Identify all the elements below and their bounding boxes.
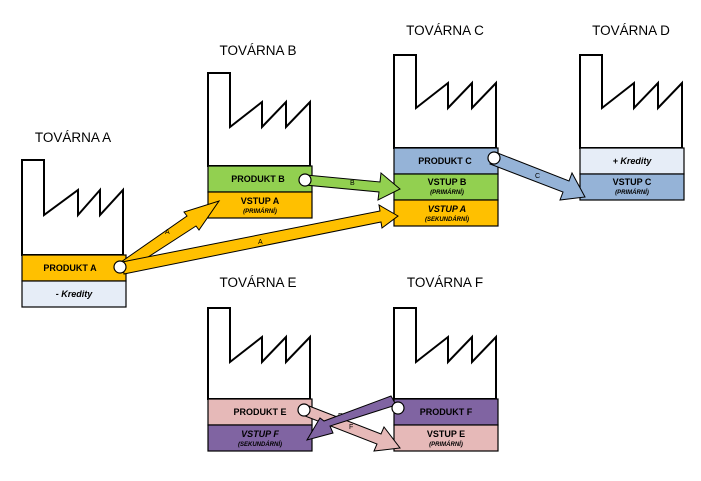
factory-c-vstup-a-box (393, 199, 499, 227)
factory-d-kredity-box (579, 147, 685, 175)
arrow-a-to-c-label: A (258, 239, 263, 246)
factory-f-title: TOVÁRNA F (407, 275, 483, 290)
factory-e-produkt-box (207, 398, 313, 426)
arrow-b-to-c (304, 172, 401, 201)
factory-e-title: TOVÁRNA E (219, 275, 296, 290)
factory-d-vstup-sub: (PRIMÁRNÍ) (615, 189, 649, 196)
factory-e-vstup-label: VSTUP F (241, 429, 279, 439)
arrow-a-to-c (121, 204, 399, 275)
port-produkt-e (297, 403, 311, 417)
factory-c-title: TOVÁRNA C (406, 23, 484, 38)
factory-c-vstup-b-sub: (PRIMÁRNÍ) (430, 189, 464, 196)
factory-a-building (21, 159, 124, 256)
factory-b-building (207, 72, 311, 167)
factory-f-produkt-label: PRODUKT F (420, 407, 473, 417)
arrow-f-to-e (305, 395, 397, 441)
factory-a-produkt-box (21, 254, 127, 282)
factory-d: TOVÁRNA D + Kredity VSTUP C (PRIMÁRNÍ) (579, 23, 685, 201)
port-produkt-f (391, 401, 405, 415)
factory-d-kredity-label: + Kredity (613, 156, 653, 166)
factory-f: TOVÁRNA F PRODUKT F VSTUP E (PRIMÁRNÍ) (393, 275, 499, 452)
factory-a: TOVÁRNA A PRODUKT A - Kredity (21, 130, 127, 308)
factory-c: TOVÁRNA C PRODUKT C VSTUP B (PRIMÁRNÍ) V… (393, 23, 499, 227)
factory-d-building (579, 54, 683, 149)
factory-a-kredity-label: - Kredity (56, 289, 94, 299)
factory-f-vstup-sub: (PRIMÁRNÍ) (429, 441, 463, 448)
arrow-c-to-d (489, 151, 586, 201)
factory-c-vstup-a-label: VSTUP A (428, 204, 466, 214)
factory-a-produkt-label: PRODUKT A (43, 263, 97, 273)
factory-e-produkt-label: PRODUKT E (233, 407, 286, 417)
factory-b: TOVÁRNA B PRODUKT B VSTUP A (PRIMÁRNÍ) (207, 43, 313, 219)
factory-e-vstup-sub: (SEKUNDÁRNÍ) (238, 441, 282, 448)
factory-f-building (393, 307, 497, 400)
arrow-b-to-c-label: B (350, 180, 355, 187)
factory-a-title: TOVÁRNA A (35, 130, 111, 145)
factory-b-vstup-box (207, 191, 313, 219)
factory-f-produkt-box (393, 398, 499, 426)
factory-e-building (207, 307, 311, 400)
factory-b-produkt-label: PRODUKT B (231, 174, 285, 184)
factory-b-vstup-sub: (PRIMÁRNÍ) (243, 208, 277, 215)
arrow-a-to-b-label: A (165, 229, 170, 236)
factory-d-title: TOVÁRNA D (592, 23, 670, 38)
factory-a-kredity-box (21, 280, 127, 308)
factory-d-vstup-label: VSTUP C (613, 177, 652, 187)
factory-c-produkt-label: PRODUKT C (418, 156, 472, 166)
port-produkt-c (487, 151, 501, 165)
port-produkt-a (113, 260, 127, 274)
port-produkt-b (298, 173, 312, 187)
factory-f-vstup-label: VSTUP E (427, 429, 465, 439)
factory-c-vstup-a-sub: (SEKUNDÁRNÍ) (425, 216, 469, 223)
arrow-c-to-d-label: C (535, 173, 540, 180)
factory-b-vstup-label: VSTUP A (241, 196, 280, 206)
factory-b-title: TOVÁRNA B (219, 43, 296, 58)
factory-c-building (393, 54, 497, 149)
arrow-e-to-f (304, 405, 401, 452)
arrow-f-to-e-label: F (349, 424, 353, 431)
factory-c-vstup-b-label: VSTUP B (428, 177, 467, 187)
factory-e: TOVÁRNA E PRODUKT E VSTUP F (SEKUNDÁRNÍ) (207, 275, 313, 452)
factory-f-vstup-box (393, 424, 499, 452)
